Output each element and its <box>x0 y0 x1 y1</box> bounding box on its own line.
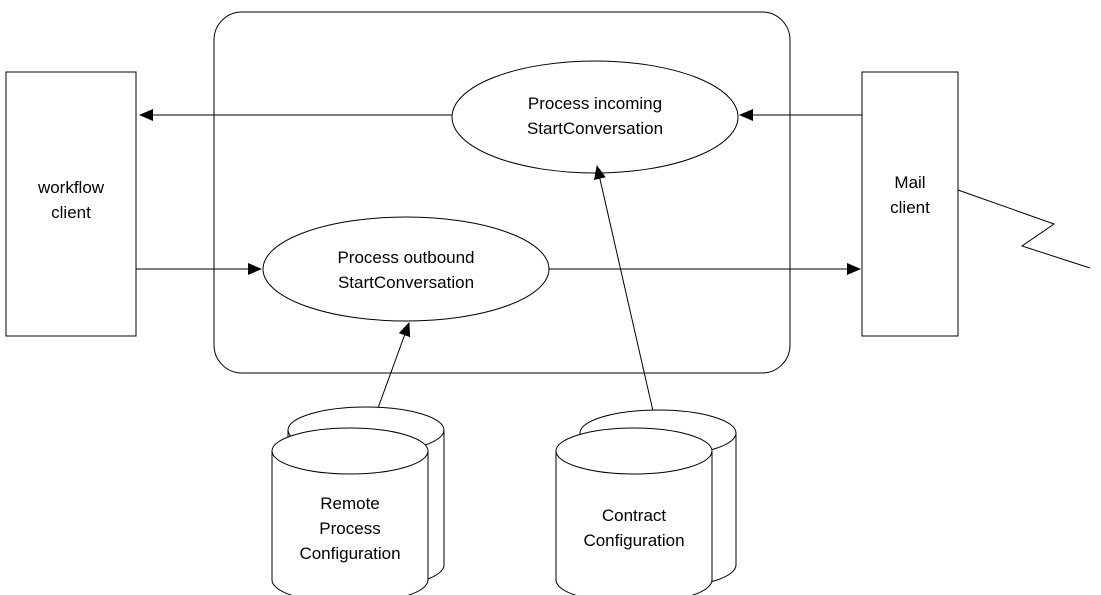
contract-config-label-1: Contract <box>602 506 667 525</box>
mail-client-label-1: Mail <box>894 173 925 192</box>
remote-config-label-2: Process <box>319 519 380 538</box>
process-outbound-label-2: StartConversation <box>338 273 474 292</box>
process-outbound-label-1: Process outbound <box>337 248 474 267</box>
remote-process-configuration-database: Remote Process Configuration <box>271 406 445 595</box>
mail-client-label-2: client <box>890 198 930 217</box>
lightning-bolt-icon <box>957 189 1091 269</box>
workflow-client: workflow client <box>5 71 137 337</box>
system-boundary <box>213 11 791 374</box>
mail-client: Mail client <box>861 71 959 337</box>
contract-config-label-2: Configuration <box>583 531 684 550</box>
workflow-client-label-1: workflow <box>37 178 105 197</box>
process-outbound: Process outbound StartConversation <box>262 216 550 322</box>
process-incoming-label-2: StartConversation <box>527 119 663 138</box>
workflow-client-label-2: client <box>51 203 91 222</box>
remote-config-label-3: Configuration <box>299 544 400 563</box>
contract-configuration-database: Contract Configuration <box>555 409 737 595</box>
arrow-remote-config-to-outbound <box>377 322 411 409</box>
process-incoming: Process incoming StartConversation <box>451 60 739 174</box>
process-incoming-label-1: Process incoming <box>528 94 662 113</box>
remote-config-label-1: Remote <box>320 494 380 513</box>
arrow-contract-config-to-incoming <box>594 165 659 434</box>
